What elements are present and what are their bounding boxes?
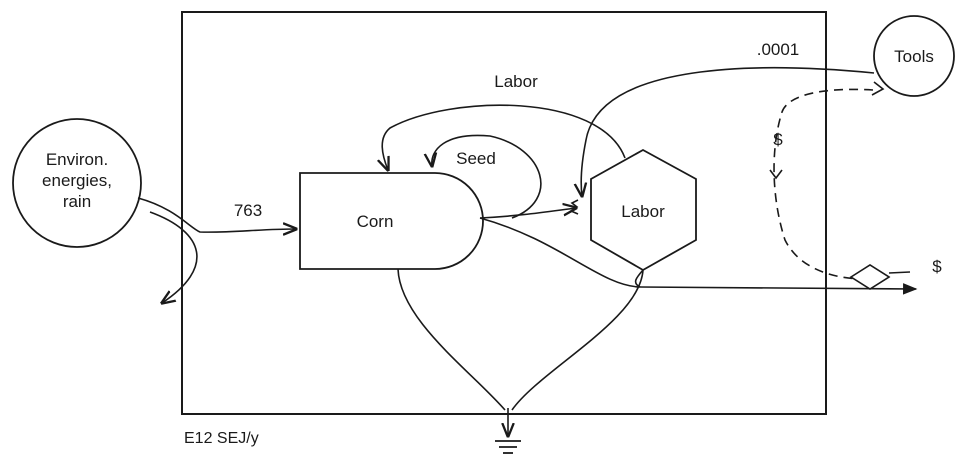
corn-to-labor-flow [479,208,576,219]
seed-feedback-label: Seed [456,149,496,168]
money-dashed-loop [773,88,874,280]
corn-producer-symbol [299,172,484,270]
transaction-money-outlet [888,271,911,274]
labor-heat-loss-flow [511,269,644,411]
environ-label-line3: rain [63,192,91,211]
environ-label-line2: energies, [42,171,112,190]
labor-interaction-bracket [569,199,579,215]
tools-source [873,15,955,97]
seed-feedback-flow [432,134,542,219]
flow-value-763: 763 [234,201,262,220]
units-caption: E12 SEJ/y [184,430,259,447]
labor-feedback-flow [382,104,626,170]
heat-sink-ground-symbol [495,440,521,454]
environ-to-corn-flow [137,197,296,232]
environ-label-line1: Environ. [46,150,108,169]
corn-label: Corn [357,212,394,231]
transaction-diamond [849,264,891,290]
money-dashed-arrowhead [871,81,885,96]
labor-hexagon-label: Labor [621,202,665,221]
money-out-label: $ [932,257,942,276]
money-in-label: $ [773,130,783,149]
environ-energies-source [12,118,142,248]
labor-feedback-label: Labor [494,72,538,91]
environ-loss-flow [149,211,198,303]
tools-to-labor-flow [581,67,875,196]
corn-heat-loss-flow [397,268,506,411]
money-dashed-tick [769,169,783,180]
system-boundary [181,11,827,415]
tools-label: Tools [894,47,934,66]
corn-export-flow [479,217,918,295]
flow-value-0001: .0001 [757,40,800,59]
